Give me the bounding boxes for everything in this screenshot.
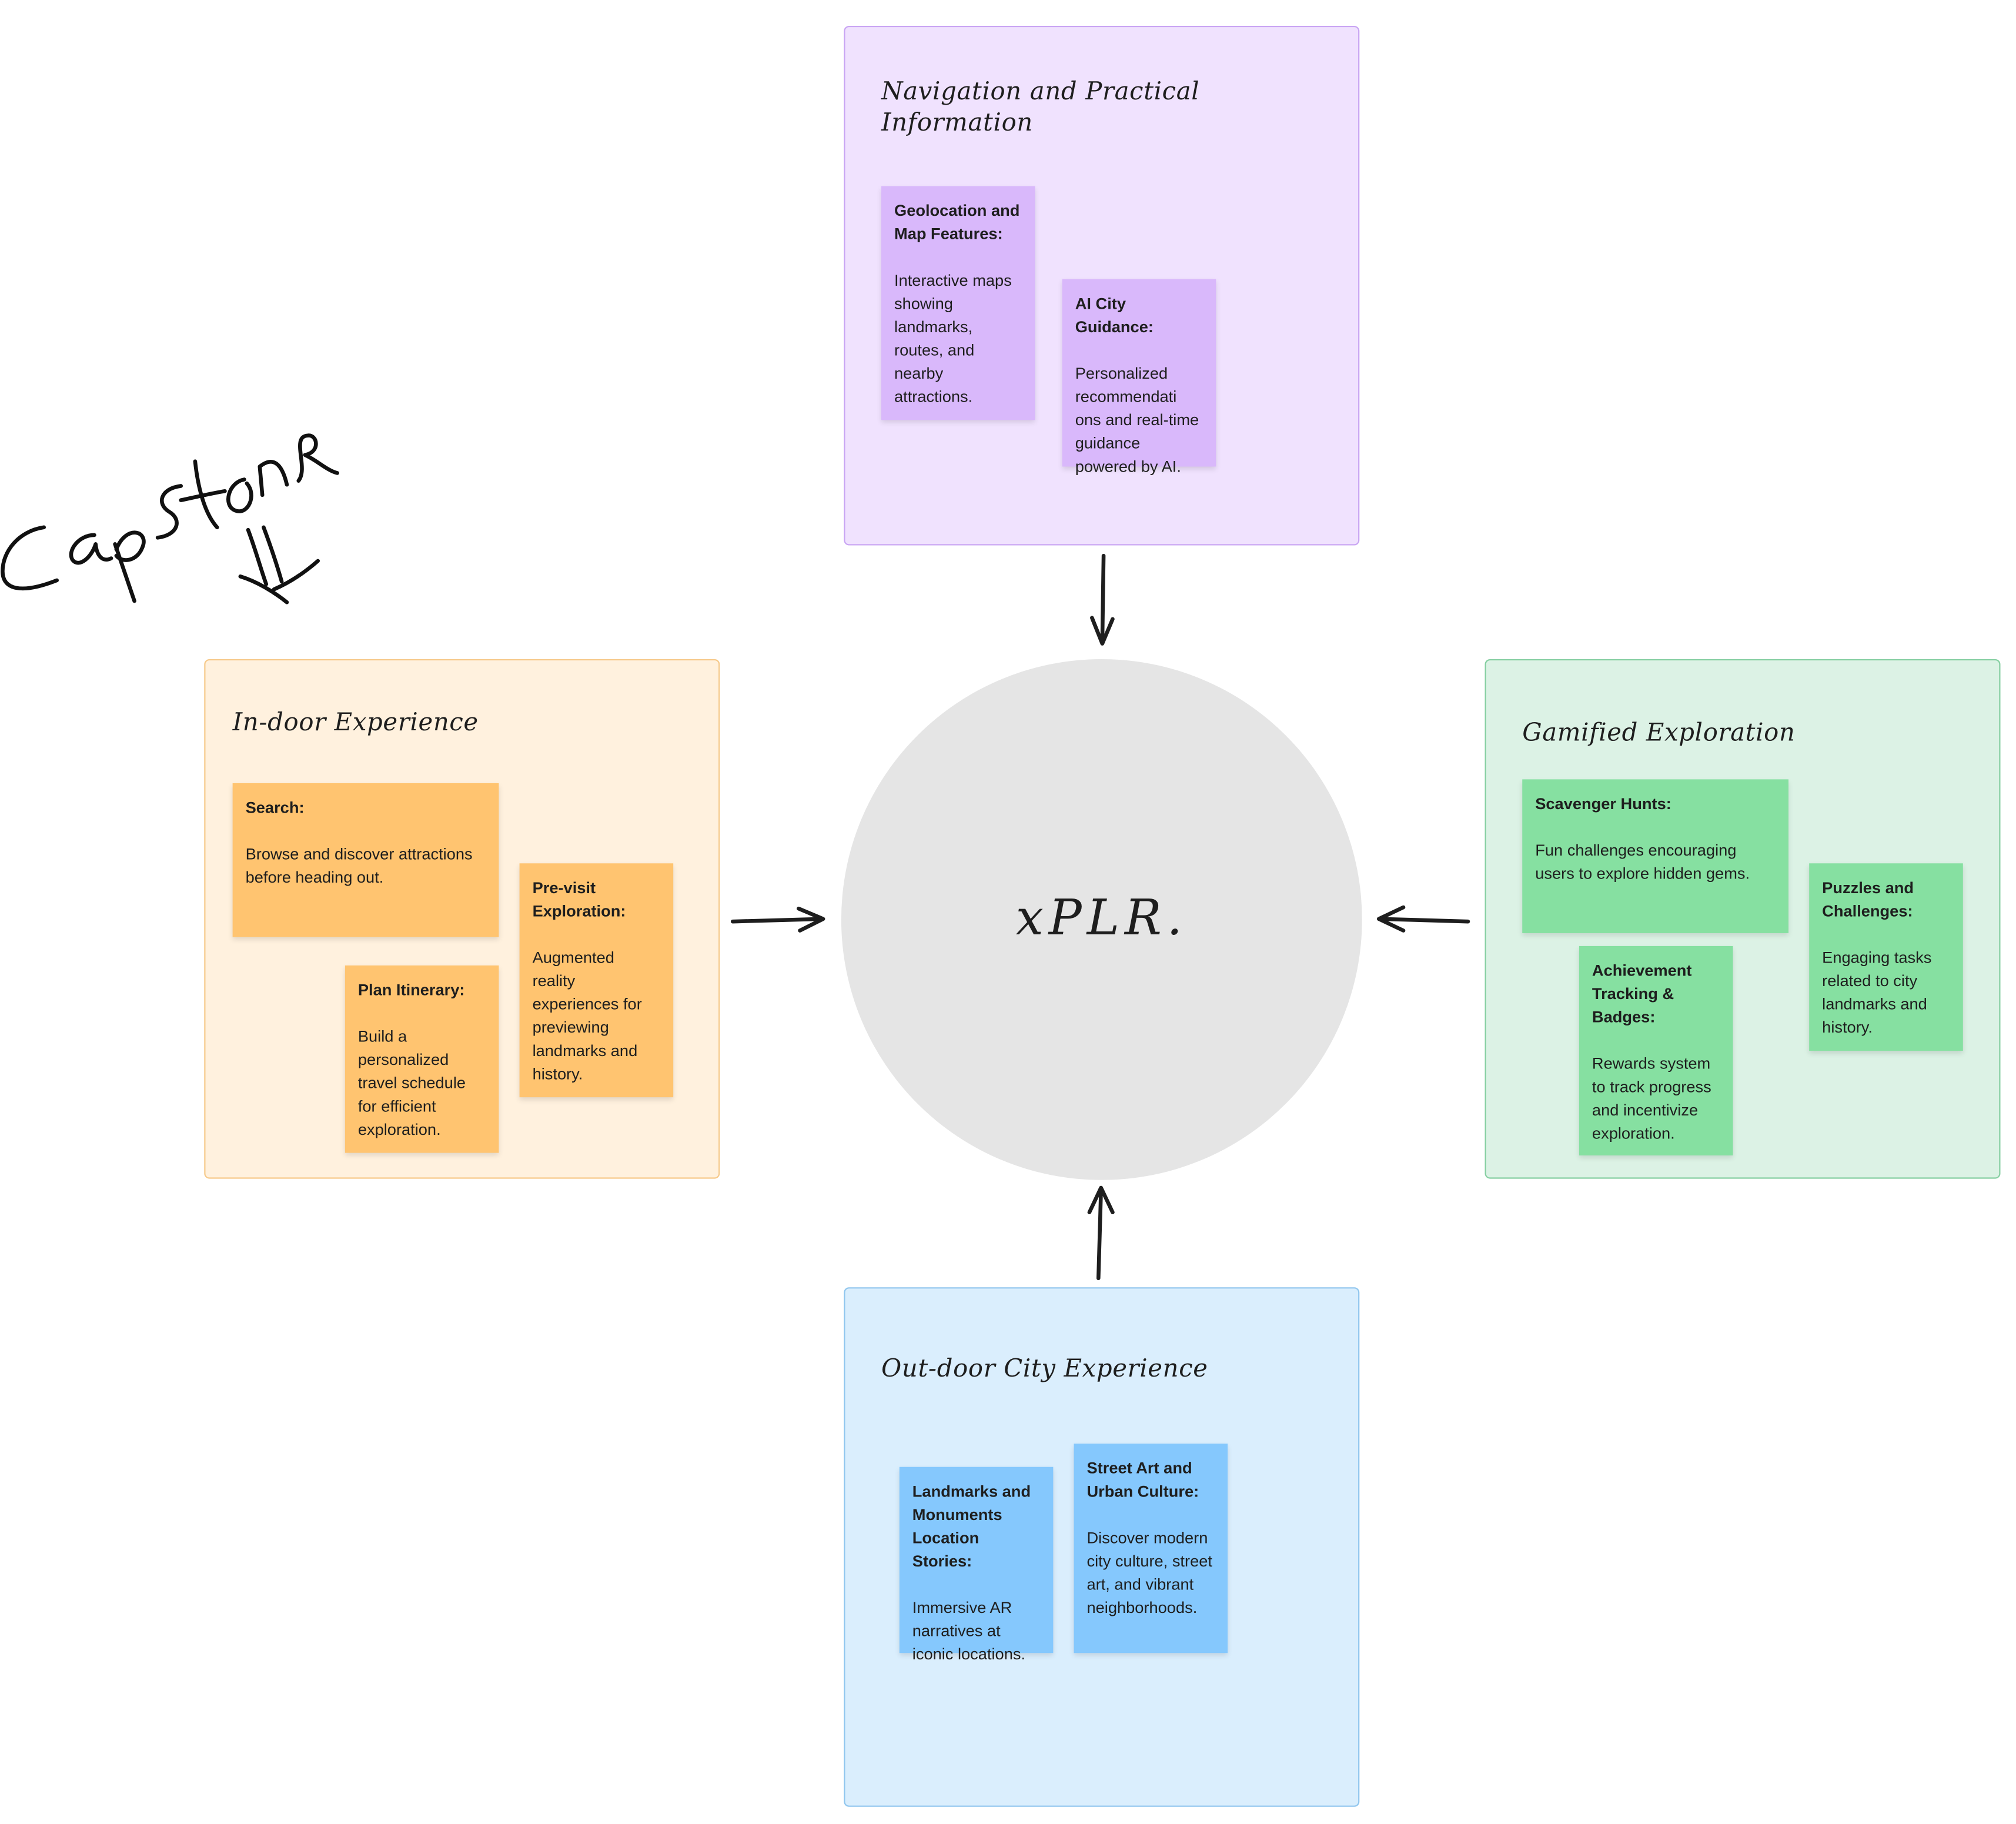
sticky-ai-guidance-body: Personalized recommendati ons and real-t… xyxy=(1075,364,1199,476)
sticky-achievements-title: Achievement Tracking & Badges: xyxy=(1592,961,1692,1027)
sticky-geolocation-title: Geolocation and Map Features: xyxy=(894,201,1020,243)
sticky-search-title: Search: xyxy=(245,799,305,817)
sticky-puzzles-title: Puzzles and Challenges: xyxy=(1822,878,1914,920)
sticky-landmarks-body: Immersive AR narratives at iconic locati… xyxy=(912,1598,1026,1663)
arrow-from-gamified[interactable] xyxy=(1376,905,1470,933)
handwriting-capstone xyxy=(1,433,339,604)
sticky-ai-guidance-title: AI City Guidance: xyxy=(1075,295,1154,336)
section-navigation[interactable]: Navigation and Practical Information Geo… xyxy=(844,25,1360,546)
sticky-street-art-body: Discover modern city culture, street art… xyxy=(1086,1529,1212,1617)
hub-circle[interactable]: xPLR. xyxy=(841,659,1362,1180)
arrow-from-outdoor[interactable] xyxy=(1087,1185,1115,1281)
sticky-itinerary[interactable]: Plan Itinerary: Build a personalized tra… xyxy=(345,965,499,1153)
sticky-scavenger[interactable]: Scavenger Hunts: Fun challenges encourag… xyxy=(1522,779,1789,933)
sticky-scavenger-body: Fun challenges encouraging users to expl… xyxy=(1535,841,1750,883)
section-gamified-title: Gamified Exploration xyxy=(1522,719,1796,747)
sticky-puzzles-body: Engaging tasks related to city landmarks… xyxy=(1822,948,1932,1037)
sticky-geolocation-body: Interactive maps showing landmarks, rout… xyxy=(894,271,1012,406)
section-indoor[interactable]: In-door Experience Search: Browse and di… xyxy=(204,659,720,1179)
section-gamified[interactable]: Gamified Exploration Scavenger Hunts: Fu… xyxy=(1485,659,2001,1179)
section-indoor-title: In-door Experience xyxy=(232,708,479,737)
sticky-landmarks-title: Landmarks and Monuments Location Stories… xyxy=(912,1482,1031,1571)
sticky-achievements-body: Rewards system to track progress and inc… xyxy=(1592,1054,1711,1143)
sticky-search-body: Browse and discover attractions before h… xyxy=(245,845,473,887)
arrow-from-navigation[interactable] xyxy=(1090,553,1115,646)
arrow-from-indoor[interactable] xyxy=(730,906,825,933)
sticky-previsit[interactable]: Pre-visit Exploration: Augmented reality… xyxy=(519,863,674,1098)
sticky-landmarks[interactable]: Landmarks and Monuments Location Stories… xyxy=(899,1466,1054,1663)
section-outdoor-title: Out-door City Experience xyxy=(881,1354,1208,1383)
section-outdoor[interactable]: Out-door City Experience Landmarks and M… xyxy=(844,1287,1360,1807)
sticky-geolocation[interactable]: Geolocation and Map Features: Interactiv… xyxy=(881,186,1035,420)
sticky-achievements[interactable]: Achievement Tracking & Badges: Rewards s… xyxy=(1579,946,1733,1156)
sticky-street-art[interactable]: Street Art and Urban Culture: Discover m… xyxy=(1074,1444,1228,1653)
sticky-previsit-body: Augmented reality experiences for previe… xyxy=(532,948,642,1083)
sticky-ai-guidance[interactable]: AI City Guidance: Personalized recommend… xyxy=(1062,279,1216,476)
sticky-itinerary-body: Build a personalized travel schedule for… xyxy=(357,1027,466,1139)
sticky-itinerary-title: Plan Itinerary: xyxy=(357,981,465,1000)
sticky-puzzles[interactable]: Puzzles and Challenges: Engaging tasks r… xyxy=(1809,863,1963,1051)
sticky-previsit-title: Pre-visit Exploration: xyxy=(532,878,626,920)
sticky-street-art-title: Street Art and Urban Culture: xyxy=(1086,1459,1199,1501)
hub-label: xPLR. xyxy=(1015,889,1188,946)
sticky-search[interactable]: Search: Browse and discover attractions … xyxy=(232,783,499,937)
section-navigation-title: Navigation and Practical Information xyxy=(881,77,1200,137)
sticky-scavenger-title: Scavenger Hunts: xyxy=(1535,794,1671,813)
